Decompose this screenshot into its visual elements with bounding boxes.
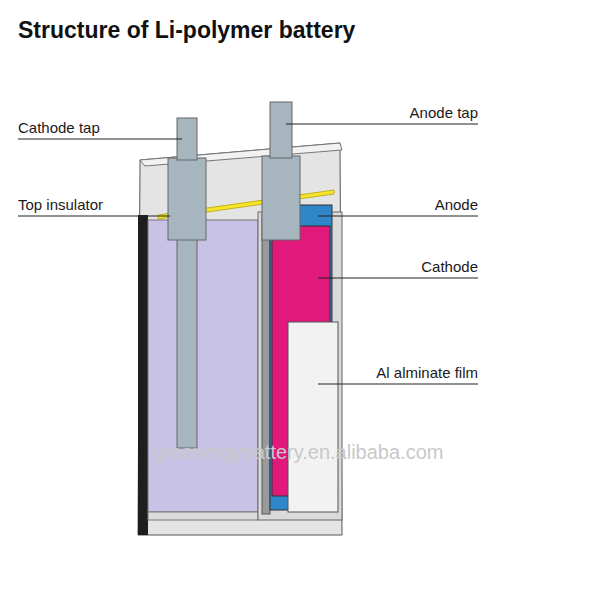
leader-line <box>318 278 478 279</box>
part-label: Cathode <box>421 258 478 276</box>
leader-line <box>286 124 478 125</box>
film-layer <box>288 322 338 512</box>
leader-line <box>318 216 478 217</box>
diagram-title: Structure of Li-polymer battery <box>18 16 355 44</box>
leader-line <box>318 384 478 385</box>
leader-line <box>18 139 182 140</box>
leader-line <box>18 216 170 217</box>
cathode-tap-collar <box>168 158 206 240</box>
cathode-tap-strip <box>177 236 197 448</box>
casing-edge <box>138 215 148 535</box>
part-label: Al alminate film <box>376 364 478 382</box>
part-label: Top insulator <box>18 196 103 214</box>
part-label: Anode <box>435 196 478 214</box>
casing <box>138 143 342 535</box>
cell-body <box>148 220 258 512</box>
anode-tap <box>270 102 292 158</box>
cell-bottom <box>148 512 258 520</box>
watermark: greenergybattery.en.alibaba.com <box>153 440 444 464</box>
part-label: Anode tap <box>410 104 478 122</box>
anode-tap-collar <box>262 156 300 240</box>
part-label: Cathode tap <box>18 119 100 137</box>
separator <box>262 214 270 514</box>
